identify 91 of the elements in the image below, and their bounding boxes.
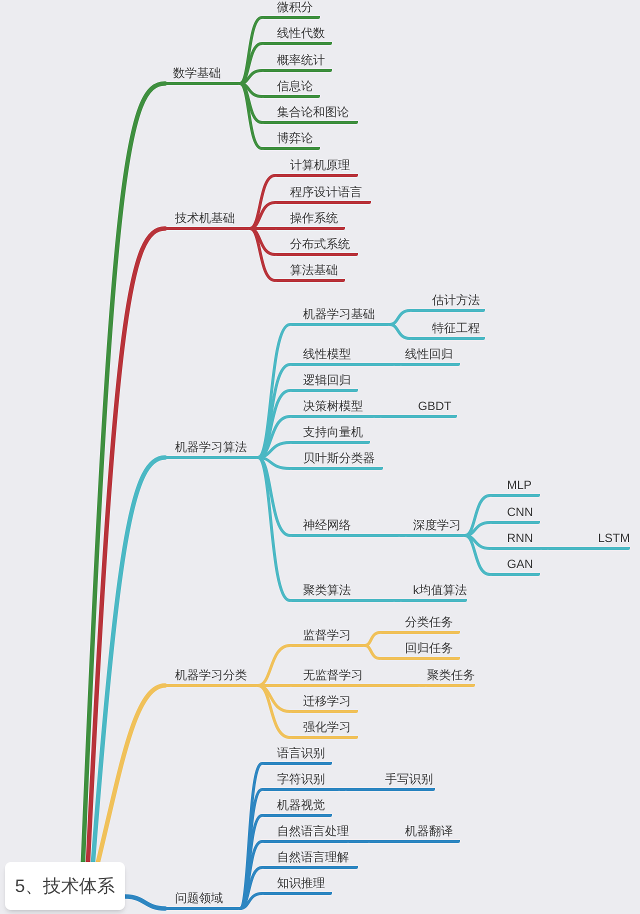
topic-label: 问题领域 <box>165 890 240 910</box>
topic-label: MLP <box>490 477 540 497</box>
branch-line <box>238 69 264 85</box>
branch-line <box>256 456 292 470</box>
branch-line <box>238 892 264 910</box>
branch-line <box>238 82 264 98</box>
topic-label: 逻辑回归 <box>290 372 358 392</box>
branch-line <box>364 631 382 647</box>
topic-label: 知识推理 <box>262 875 332 895</box>
topic-label: 分类任务 <box>380 614 460 634</box>
topic-label: GAN <box>490 556 540 576</box>
topic-label: 聚类任务 <box>425 667 475 687</box>
branch-line <box>388 309 412 326</box>
topic-label: 操作系统 <box>275 210 345 230</box>
branch-line <box>256 684 292 739</box>
topic-label: LSTM <box>547 530 630 550</box>
topic-label: 线性回归 <box>400 346 460 366</box>
topic-label: 算法基础 <box>275 262 345 282</box>
topic-label: 语言识别 <box>262 745 332 765</box>
topic-label: 程序设计语言 <box>275 184 371 204</box>
branch-line <box>256 644 292 687</box>
topic-label: 深度学习 <box>405 517 465 537</box>
branch-line <box>464 534 492 576</box>
branch-line <box>248 201 276 230</box>
branch-line <box>540 547 548 550</box>
branch-line <box>96 683 168 864</box>
branch-line <box>248 227 276 256</box>
topic-label: 估计方法 <box>410 292 485 312</box>
topic-label: 机器视觉 <box>262 797 332 817</box>
topic-label: 机器翻译 <box>368 823 460 843</box>
branch-line <box>238 840 264 910</box>
topic-label: 机器学习算法 <box>165 439 258 459</box>
branch-line <box>464 534 492 550</box>
topic-label: 自然语言理解 <box>262 849 358 869</box>
branch-line <box>338 788 346 791</box>
topic-label: 特征工程 <box>410 320 485 340</box>
branch-line <box>364 644 382 660</box>
topic-label: k均值算法 <box>400 582 467 602</box>
branch-line <box>256 389 292 459</box>
branch-line <box>348 840 370 843</box>
topic-label: 集合论和图论 <box>262 104 358 124</box>
topic-label: 回归任务 <box>380 640 460 660</box>
topic-label: 机器学习基础 <box>290 306 390 326</box>
topic-label: CNN <box>490 504 540 524</box>
topic-label: 字符识别 <box>262 771 340 791</box>
branch-line <box>248 174 276 230</box>
branch-line <box>90 455 168 864</box>
topic-label: 信息论 <box>262 78 320 98</box>
topic-label: RNN <box>490 530 542 550</box>
topic-label: 无监督学习 <box>290 667 420 687</box>
topic-label: 神经网络 <box>290 517 400 537</box>
topic-label: 贝叶斯分类器 <box>290 450 383 470</box>
topic-label: 决策树模型 <box>290 398 375 418</box>
branch-line <box>394 363 402 366</box>
branch-line <box>418 684 426 687</box>
topic-label: 强化学习 <box>290 719 358 739</box>
topic-label: 概率统计 <box>262 52 332 72</box>
branch-line <box>238 82 264 150</box>
branch-line <box>394 599 402 602</box>
branch-line <box>80 81 168 864</box>
topic-label: 自然语言处理 <box>262 823 349 843</box>
branch-line <box>464 494 492 537</box>
topic-label: 线性模型 <box>290 346 395 366</box>
topic-label: 聚类算法 <box>290 582 395 602</box>
topic-label: 机器学习分类 <box>165 667 258 687</box>
branch-line <box>248 227 276 282</box>
branch-line <box>238 16 264 85</box>
topic-label: 分布式系统 <box>275 236 358 256</box>
topic-label: 微积分 <box>262 0 320 19</box>
topic-label: 技术机基础 <box>165 210 250 230</box>
branch-line <box>238 866 264 910</box>
branch-line <box>256 456 292 602</box>
branch-line <box>238 42 264 85</box>
branch-line <box>122 894 168 911</box>
branch-line <box>388 323 412 340</box>
topic-label: 迁移学习 <box>290 693 358 713</box>
branch-line <box>374 415 382 418</box>
branch-line <box>256 415 292 459</box>
topic-label: 线性代数 <box>262 25 332 45</box>
root-topic-box: 5、技术体系 <box>5 862 125 910</box>
branch-line <box>256 456 292 537</box>
branch-line <box>238 82 264 124</box>
topic-label: 手写识别 <box>345 771 435 791</box>
branch-line <box>86 226 168 864</box>
branch-line <box>398 534 406 537</box>
topic-label: 监督学习 <box>290 627 365 647</box>
topic-label: 博弈论 <box>262 130 320 150</box>
topic-label: GBDT <box>380 398 457 418</box>
topic-label: 支持向量机 <box>290 424 370 444</box>
topic-label: 数学基础 <box>165 65 240 85</box>
topic-label: 计算机原理 <box>275 157 358 177</box>
